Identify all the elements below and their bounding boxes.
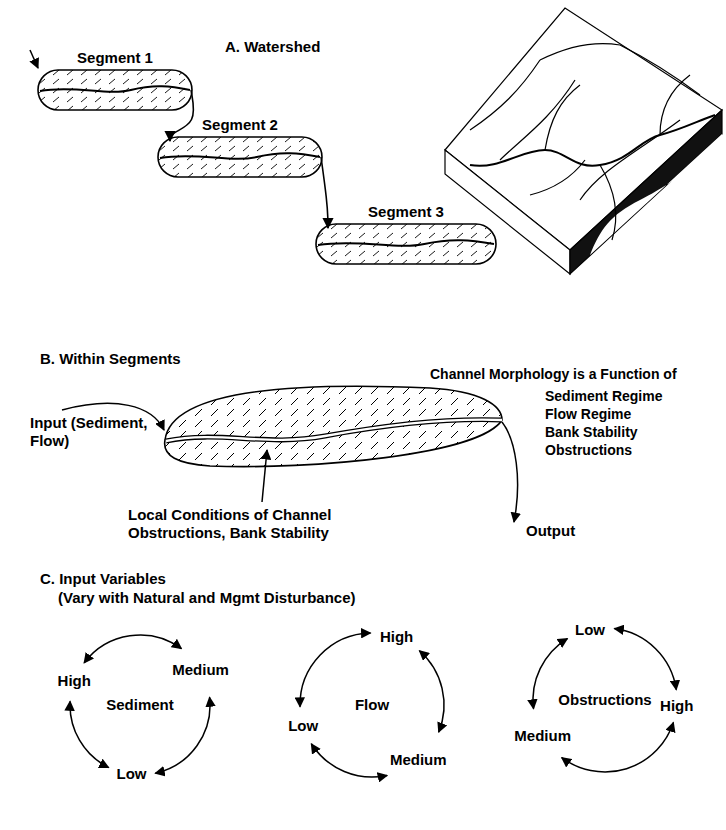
leader-arrow [262, 450, 267, 502]
cycle-arrow [311, 744, 387, 777]
caption-text: A. Watershed [225, 38, 320, 56]
caption-text: C. Input Variables [40, 570, 166, 588]
cycle-level: High [378, 628, 415, 646]
cycle-arrow [84, 635, 181, 663]
cycle-level: Medium [170, 661, 231, 679]
segment-outline [38, 70, 192, 110]
cycle-level: Low [573, 621, 607, 639]
cycle-level: Flow [353, 696, 391, 714]
cycle-level: Sediment [104, 696, 176, 714]
caption-text: Local Conditions of Channel Obstructions… [128, 506, 428, 542]
stream-segment: Segment 1 [36, 48, 194, 112]
caption-text: Flow Regime [545, 406, 631, 423]
cycle-level: Obstructions [556, 691, 653, 709]
segment-oval [36, 68, 194, 112]
terrain-surface [445, 8, 722, 250]
caption-text: Sediment Regime [545, 388, 662, 405]
block-front [570, 110, 722, 274]
tributary [545, 75, 690, 240]
caption-text: Obstructions [545, 442, 632, 459]
segment-oval [314, 222, 498, 266]
cycle-arrow [562, 722, 674, 772]
caption-text: Output [526, 522, 575, 540]
segment-outline [158, 137, 322, 177]
caption-text: Input (Sediment, Flow) [30, 414, 165, 450]
input-arrow [30, 50, 38, 68]
caption-text: Bank Stability [545, 424, 638, 441]
stream-segment: Segment 2 [156, 115, 324, 179]
channel [318, 240, 494, 246]
ridge-line [470, 44, 700, 200]
cycle-level: Medium [388, 751, 449, 769]
segment-oval [156, 135, 324, 179]
segment-label: Segment 1 [36, 48, 194, 68]
cycle-arrow [614, 629, 676, 690]
segment-label: Segment 2 [156, 115, 324, 135]
river [470, 115, 715, 166]
caption-text: Channel Morphology is a Function of [430, 366, 677, 383]
segment-label: Segment 3 [314, 202, 498, 222]
channel [166, 420, 502, 441]
channel [160, 153, 320, 159]
segment-outline [165, 386, 502, 466]
output-arrow [502, 422, 518, 522]
flow-arrow [321, 157, 328, 228]
cycle-arrow [70, 701, 109, 767]
cycle-level: High [56, 672, 93, 690]
caption-text: (Vary with Natural and Mgmt Disturbance) [58, 589, 356, 607]
caption-text: B. Within Segments [40, 350, 181, 368]
cycle-level: Low [114, 765, 148, 783]
cycle-level: High [658, 697, 695, 715]
segment-outline [316, 224, 496, 264]
cycle-level: Medium [512, 727, 573, 745]
channel [40, 86, 190, 92]
cycle-arrow [419, 651, 444, 732]
cycle-level: Low [286, 717, 320, 735]
stream-segment: Segment 3 [314, 202, 498, 266]
channel [166, 420, 502, 441]
